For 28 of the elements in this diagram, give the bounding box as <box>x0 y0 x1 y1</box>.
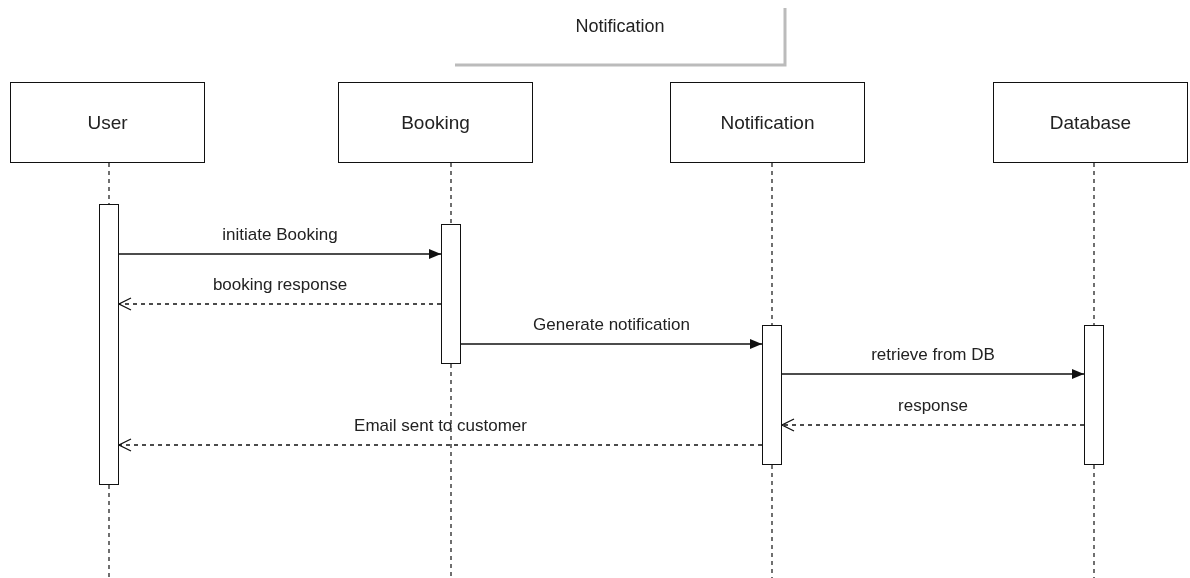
participant-box <box>338 82 533 163</box>
edge-label: Generate notification <box>533 315 690 335</box>
participant-name: Booking <box>401 111 470 134</box>
participant-box <box>993 82 1188 163</box>
activation-bar <box>1084 325 1104 465</box>
edge-label: retrieve from DB <box>871 345 995 365</box>
edge-label: booking response <box>212 275 348 295</box>
activation-bar <box>762 325 782 465</box>
lifeline <box>450 162 452 225</box>
participant-name: Notification <box>720 111 815 134</box>
diagram-title: Notification <box>574 16 666 37</box>
edge-label: response <box>898 396 968 416</box>
participant-name: User <box>87 111 128 134</box>
message-arrow <box>460 339 763 349</box>
participant-box <box>670 82 865 163</box>
message-arrow <box>118 438 763 452</box>
participant-name: Database <box>1049 111 1132 134</box>
edge-label: Email sent to customer <box>354 416 527 436</box>
message-arrow <box>781 418 1085 432</box>
message-arrow <box>781 369 1085 379</box>
participant-box <box>10 82 205 163</box>
activation-bar <box>99 204 119 485</box>
activation-bar <box>441 224 461 364</box>
lifeline <box>1093 162 1095 326</box>
edge-label: initiate Booking <box>222 225 338 245</box>
message-arrow <box>118 249 442 259</box>
message-arrow <box>118 297 442 311</box>
lifeline <box>771 162 773 326</box>
